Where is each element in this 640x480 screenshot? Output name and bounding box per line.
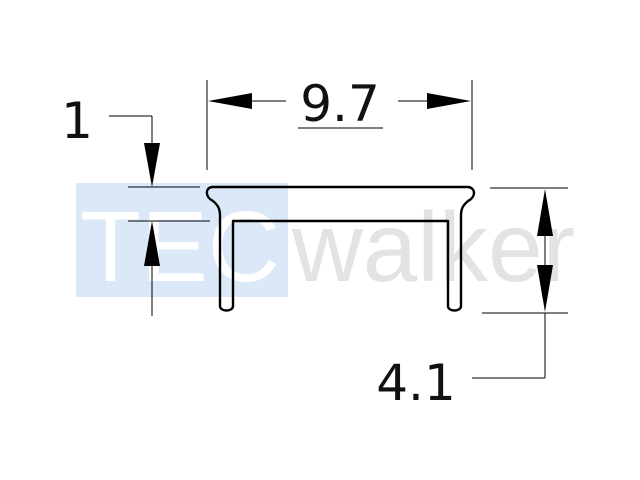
width-arrow-right: [427, 93, 471, 109]
watermark-brand-right: walker: [291, 192, 575, 302]
height-label: 4.1: [376, 354, 456, 412]
width-label: 9.7: [300, 75, 380, 133]
watermark: TEC walker: [76, 183, 575, 303]
thickness-arrow-down: [144, 143, 160, 187]
width-dimension: 9.7: [206, 75, 473, 170]
height-dimension: 4.1: [376, 187, 568, 412]
thickness-dimension: 1: [61, 92, 210, 316]
thickness-arrow-up: [144, 221, 160, 266]
watermark-brand-left: TEC: [80, 191, 280, 303]
channel-profile: [205, 185, 476, 312]
height-arrow-down: [537, 265, 553, 312]
profile-outline: [205, 185, 476, 312]
watermark-box: [76, 183, 288, 297]
thickness-label: 1: [61, 92, 93, 150]
height-arrow-up: [537, 189, 553, 236]
width-arrow-left: [208, 93, 252, 109]
